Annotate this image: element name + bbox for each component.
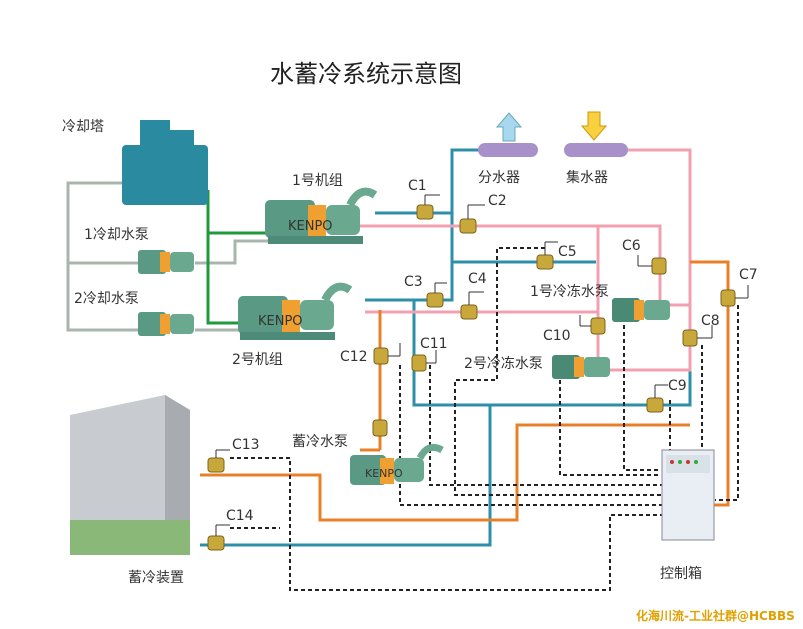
cooling-return-pipes — [66, 181, 270, 332]
control-cabinet-label: 控制箱 — [660, 566, 702, 582]
cooling-tower-label: 冷却塔 — [62, 119, 104, 135]
valve-label-c12: C12 — [340, 349, 368, 365]
valve-c10[interactable] — [579, 315, 606, 335]
cooling-tower: 冷却塔 — [62, 119, 208, 205]
chilled-pump-2: 2号冷冻水泵 — [464, 355, 610, 379]
valve-storage-pump[interactable] — [372, 419, 388, 437]
valve-label-c9: C9 — [668, 378, 687, 394]
valve-label-c10: C10 — [543, 328, 571, 344]
chilled-pump-1: 1号冷冻水泵 — [530, 283, 670, 322]
storage-device-label: 蓄冷装置 — [128, 570, 184, 586]
valve-c12[interactable] — [373, 343, 401, 365]
valve-label-c13: C13 — [232, 437, 260, 453]
distributor-label: 分水器 — [478, 170, 520, 186]
watermark: 化海川流-工业社群@HCBBS — [636, 608, 795, 623]
inflow-arrow-icon — [580, 111, 608, 141]
valve-c8[interactable] — [682, 325, 713, 347]
chilled-pump-2-label: 2号冷冻水泵 — [464, 355, 543, 372]
valve-c4[interactable] — [460, 291, 484, 320]
cooling-pump-2-label: 2冷却水泵 — [74, 291, 139, 307]
unit-2-label: 2号机组 — [232, 352, 283, 368]
distributor: 分水器 — [478, 112, 538, 186]
storage-pump: KENPO 蓄冷水泵 — [292, 434, 444, 485]
valve-label-c7: C7 — [739, 267, 758, 283]
valve-label-c3: C3 — [404, 274, 423, 290]
outflow-arrow-icon — [495, 112, 523, 142]
valve-c6[interactable] — [637, 255, 667, 275]
valve-label-c5: C5 — [558, 244, 577, 260]
valve-c1[interactable] — [416, 194, 440, 220]
control-lines — [230, 247, 739, 591]
valve-label-c14: C14 — [226, 508, 254, 524]
valve-c11[interactable] — [411, 350, 437, 372]
unit-2-chiller: KENPO 2号机组 — [232, 282, 353, 368]
collector: 集水器 — [564, 111, 628, 186]
valve-label-c11: C11 — [420, 336, 448, 352]
control-cabinet: 控制箱 — [660, 449, 715, 582]
valve-c5[interactable] — [536, 241, 558, 270]
valve-label-c2: C2 — [488, 193, 507, 209]
storage-device: 蓄冷装置 — [70, 395, 190, 586]
valve-c14[interactable] — [207, 524, 230, 551]
valve-label-c6: C6 — [622, 238, 641, 254]
diagram-title: 水蓄冷系统示意图 — [270, 60, 462, 88]
valve-label-c1: C1 — [408, 178, 427, 194]
storage-pump-label: 蓄冷水泵 — [292, 434, 348, 450]
cooling-pump-1: 1冷却水泵 — [84, 227, 194, 274]
collector-label: 集水器 — [566, 169, 608, 186]
valve-labels: C1 C2 C3 C4 C5 C6 C7 C8 C9 C10 C11 C12 C… — [226, 178, 758, 524]
pump-brand: KENPO — [258, 314, 303, 329]
valve-label-c8: C8 — [701, 313, 720, 329]
pump-brand: KENPO — [288, 219, 333, 234]
cooling-pump-1-label: 1冷却水泵 — [84, 227, 149, 243]
unit-1-chiller: KENPO 1号机组 — [265, 173, 378, 244]
pump-brand: KENPO — [365, 467, 403, 480]
valve-c7[interactable] — [720, 285, 749, 307]
valve-c3[interactable] — [426, 282, 447, 308]
chilled-pump-1-label: 1号冷冻水泵 — [530, 283, 609, 300]
valve-label-c4: C4 — [468, 271, 487, 287]
cooling-supply-pipes — [206, 190, 270, 325]
cooling-pump-2: 2冷却水泵 — [74, 291, 194, 336]
valve-c9[interactable] — [646, 384, 668, 413]
unit-1-label: 1号机组 — [292, 173, 343, 189]
valve-c2[interactable] — [459, 204, 485, 234]
valve-c13[interactable] — [207, 449, 230, 473]
